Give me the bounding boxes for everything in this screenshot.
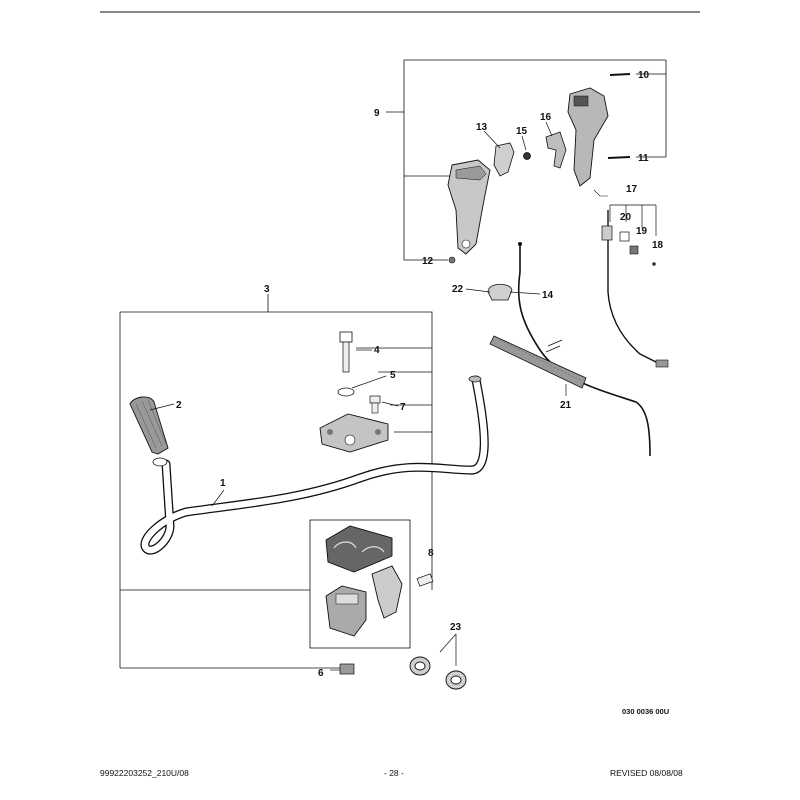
nut-part <box>448 256 456 264</box>
diagram-code: 030 0036 00U <box>622 707 669 716</box>
cable-clip-part <box>487 283 513 301</box>
screw-7-part <box>369 395 381 404</box>
callout-12: 12 <box>422 256 434 267</box>
callout-19: 19 <box>636 226 648 237</box>
callout-10: 10 <box>638 70 650 81</box>
cable-clips-part <box>409 656 467 690</box>
stop-switch-wire-part <box>607 210 661 365</box>
upper-group-bracket <box>386 59 667 261</box>
nut-6-part <box>339 663 355 675</box>
switch-part <box>601 225 613 241</box>
trigger-lever-part <box>493 142 515 177</box>
callout-7: 7 <box>400 402 406 413</box>
callout-22: 22 <box>452 284 464 295</box>
washer-part <box>337 387 355 397</box>
callout-11: 11 <box>638 153 649 164</box>
callout-2: 2 <box>176 400 182 411</box>
footer-page-number: - 28 - <box>384 768 404 778</box>
callout-15: 15 <box>516 126 528 137</box>
footer-part-number: 99922203252_210U/08 <box>100 768 189 778</box>
bolt-part <box>339 331 353 343</box>
callout-21: 21 <box>560 400 572 411</box>
footer-revision: REVISED 08/08/08 <box>610 768 683 778</box>
throttle-cable-part <box>517 244 651 457</box>
callout-18: 18 <box>652 240 664 251</box>
callout-3: 3 <box>264 284 270 295</box>
clamp-top-part <box>319 413 389 453</box>
callout-13: 13 <box>476 122 488 133</box>
lock-lever-part <box>545 131 567 169</box>
callout-17: 17 <box>626 184 638 195</box>
clamp-bottom-part <box>325 585 367 637</box>
screw-10-part <box>609 73 631 76</box>
callout-14: 14 <box>542 290 554 301</box>
lower-group-bracket <box>119 294 433 669</box>
spring-part <box>523 152 531 160</box>
handle-grip-right-part <box>567 87 609 187</box>
callout-23: 23 <box>450 622 462 633</box>
callout-9: 9 <box>374 108 380 119</box>
callout-6: 6 <box>318 668 324 679</box>
callout-16: 16 <box>540 112 552 123</box>
callout-4: 4 <box>374 345 380 356</box>
clamp-middle-part <box>325 525 393 573</box>
cable-sleeve-part <box>489 335 587 389</box>
callout-1: 1 <box>220 478 226 489</box>
clamp-piece-part <box>371 565 403 619</box>
screw-8-part <box>416 573 434 587</box>
callout-8: 8 <box>428 548 434 559</box>
callout-5: 5 <box>390 370 396 381</box>
grip-part <box>129 396 169 455</box>
screw-11-part <box>607 156 631 159</box>
callout-20: 20 <box>620 212 632 223</box>
handle-grip-left-part <box>447 159 491 255</box>
